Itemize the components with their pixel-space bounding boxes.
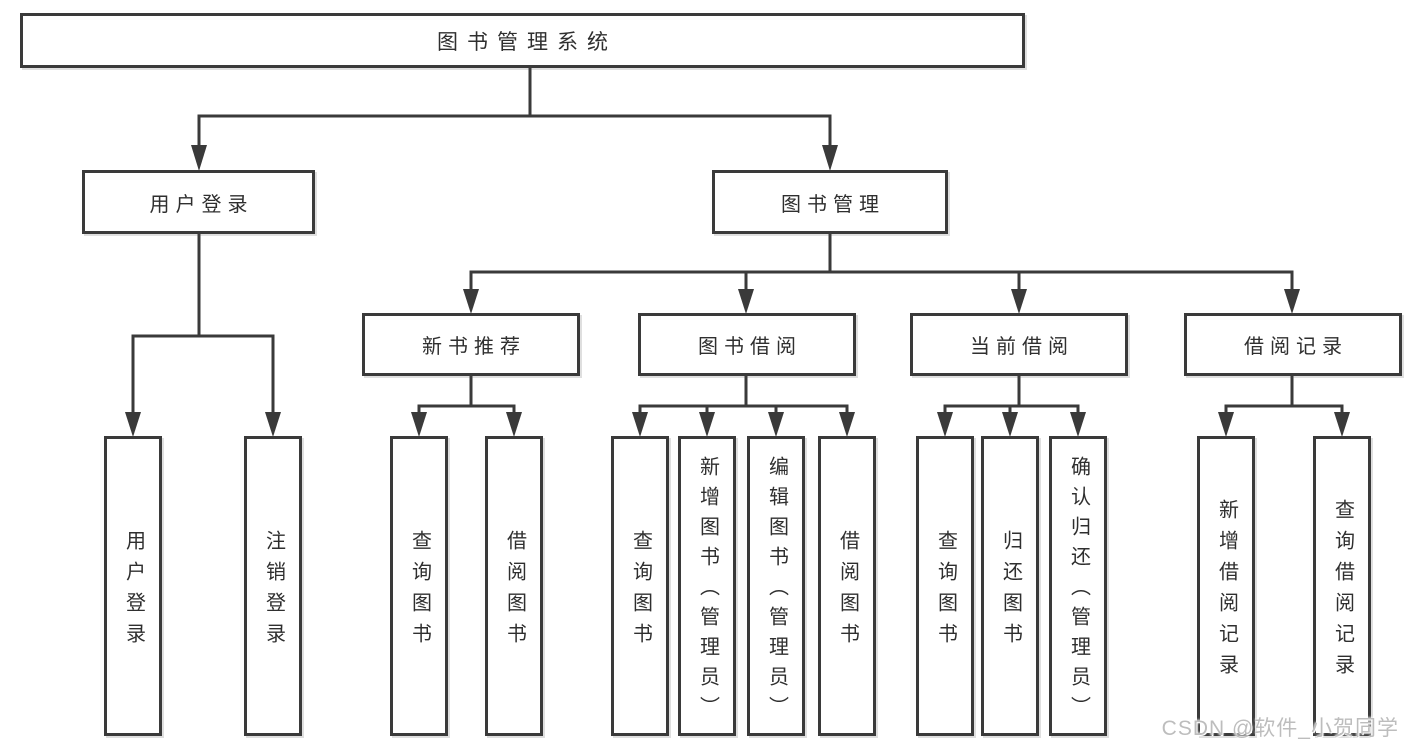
leaf-user-logout: 注销登录 xyxy=(244,436,302,736)
node-book-management: 图书管理 xyxy=(712,170,948,234)
node-borrow-records: 借阅记录 xyxy=(1184,313,1402,376)
connector-borrow-to-leaves xyxy=(632,374,855,437)
node-book-borrow: 图书借阅 xyxy=(638,313,856,376)
leaf-borrow-query-book: 查询图书 xyxy=(611,436,669,736)
leaf-user-login: 用户登录 xyxy=(104,436,162,736)
leaf-current-return-book: 归还图书 xyxy=(981,436,1039,736)
node-user-login: 用户登录 xyxy=(82,170,315,234)
node-root: 图书管理系统 xyxy=(20,13,1025,68)
leaf-record-add-borrow-record: 新增借阅记录 xyxy=(1197,436,1255,736)
node-current-borrow: 当前借阅 xyxy=(910,313,1128,376)
leaf-current-confirm-return-admin: 确认归还（管理员） xyxy=(1049,436,1107,736)
connector-book-mgmt-to-level3 xyxy=(463,232,1300,314)
node-new-book-recommend: 新书推荐 xyxy=(362,313,580,376)
leaf-record-query-borrow-record: 查询借阅记录 xyxy=(1313,436,1371,736)
leaf-borrow-borrow-book: 借阅图书 xyxy=(818,436,876,736)
connector-user-login-to-leaves xyxy=(125,232,281,437)
connector-recommend-to-leaves xyxy=(411,374,522,437)
connector-records-to-leaves xyxy=(1218,374,1350,437)
connector-current-to-leaves xyxy=(937,374,1086,437)
leaf-borrow-edit-book-admin: 编辑图书（管理员） xyxy=(747,436,805,736)
leaf-current-query-book: 查询图书 xyxy=(916,436,974,736)
connector-root-to-level2 xyxy=(191,67,838,171)
leaf-borrow-add-book-admin: 新增图书（管理员） xyxy=(678,436,736,736)
watermark-text: CSDN @软件_小贺同学 xyxy=(1161,717,1399,740)
leaf-recommend-query-book: 查询图书 xyxy=(390,436,448,736)
leaf-recommend-borrow-book: 借阅图书 xyxy=(485,436,543,736)
